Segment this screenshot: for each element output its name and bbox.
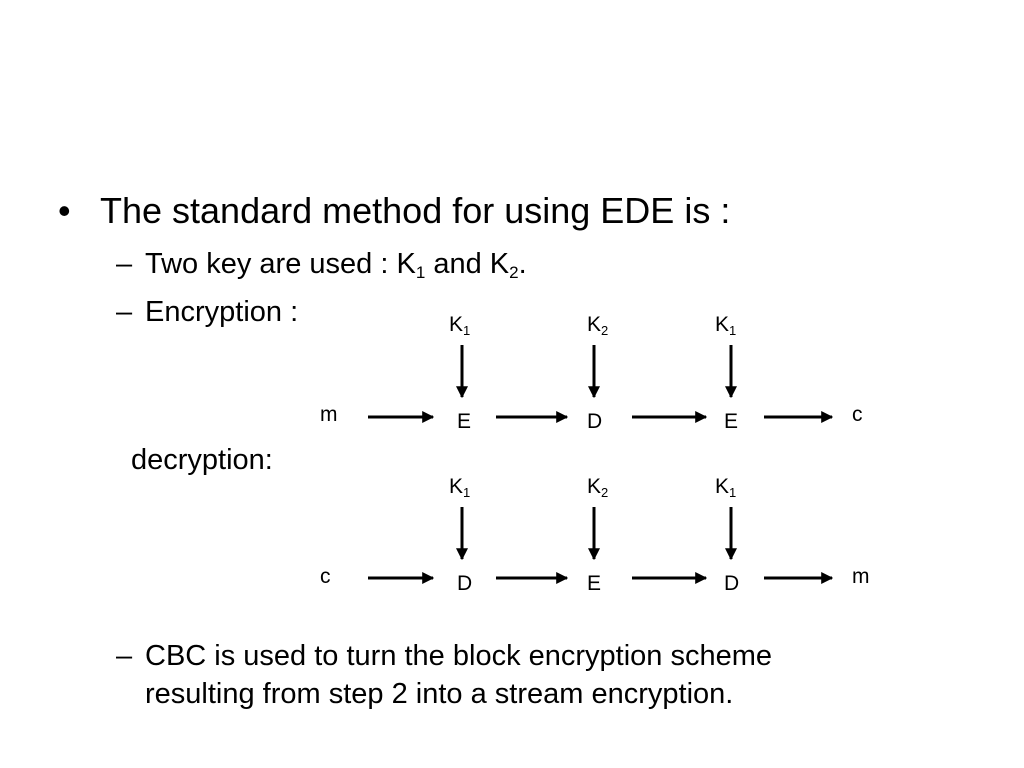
key-letter: K [715,475,730,498]
key-letter: K [449,313,464,336]
key-subscript: 1 [463,485,471,500]
key-subscript: 2 [601,485,609,500]
dec-input-label: c [320,565,331,588]
enc-op-label: E [457,410,472,433]
bullet-text-ede-method: The standard method for using EDE is : [100,190,731,231]
enc-output-label: c [852,403,863,426]
decryption-label: decryption: [131,444,273,476]
dec-op-label: D [724,572,740,595]
keys-line-sub1: 1 [415,263,426,282]
dec-op-label: D [457,572,473,595]
enc-op-label: D [587,410,603,433]
key-letter: K [587,475,602,498]
dec-output-label: m [852,565,870,588]
keys-line-suffix: . [518,248,527,280]
keys-line-sub2: 2 [509,263,519,282]
enc-key-label: K2 [587,313,608,337]
key-subscript: 1 [729,323,737,338]
dec-key-label: K1 [715,475,736,499]
key-subscript: 1 [729,485,737,500]
dash-marker: – [116,640,133,672]
enc-op-label: E [724,410,739,433]
key-letter: K [587,313,602,336]
enc-input-label: m [320,403,338,426]
dash-marker: – [116,296,133,328]
keys-line: Two key are used : K1 and K2. [145,247,527,281]
encryption-label: Encryption : [145,296,299,328]
keys-line-prefix: Two key are used : K [145,248,416,280]
enc-key-label: K1 [449,313,470,337]
key-subscript: 2 [601,323,609,338]
keys-line-middle: and K [425,248,510,280]
dec-key-label: K2 [587,475,608,499]
cbc-line-2: resulting from step 2 into a stream encr… [145,678,734,710]
bullet-marker: • [58,190,71,231]
dash-marker: – [116,248,133,280]
dec-key-label: K1 [449,475,470,499]
key-letter: K [715,313,730,336]
dec-op-label: E [587,572,602,595]
key-letter: K [449,475,464,498]
key-subscript: 1 [463,323,471,338]
cbc-line-1: CBC is used to turn the block encryption… [145,640,773,672]
enc-key-label: K1 [715,313,736,337]
